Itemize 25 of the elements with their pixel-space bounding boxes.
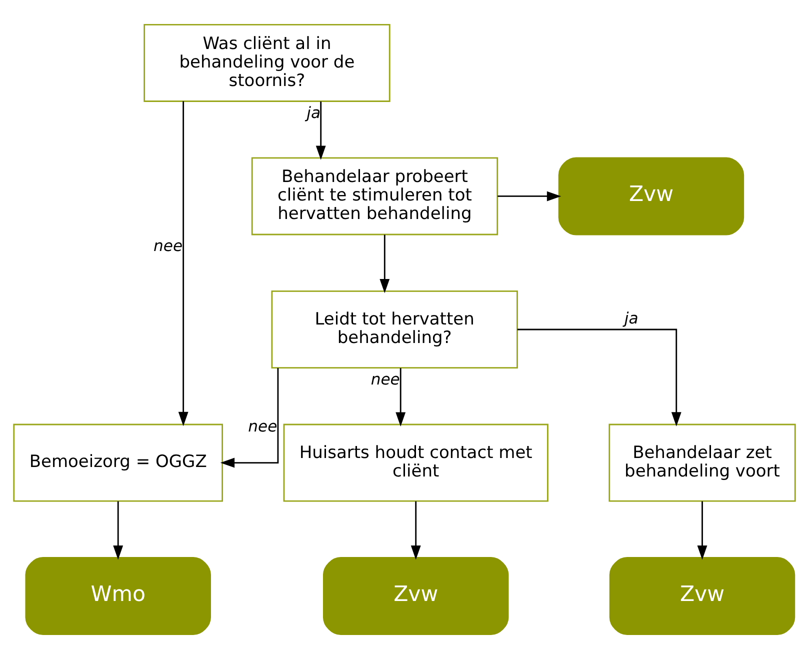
edge-label: ja xyxy=(306,104,321,122)
arrow xyxy=(380,234,390,293)
arrow xyxy=(697,500,708,560)
arrow xyxy=(396,368,406,426)
node-box: Leidt tot hervatten behandeling? xyxy=(271,290,518,368)
node-box: Behandelaar probeert cliënt te stimuleren tot hervatten behandeling xyxy=(251,156,498,235)
edge-label: ja xyxy=(624,309,638,328)
edge-label: nee xyxy=(154,236,183,254)
arrow xyxy=(113,500,124,560)
arrow xyxy=(316,101,326,160)
node-box: Bemoeizorg = OGGZ xyxy=(13,423,224,502)
arrow xyxy=(178,100,188,426)
edge-label: nee xyxy=(370,370,400,388)
node-box: Zvw xyxy=(609,556,796,635)
node-box: Behandelaar zet behandeling voort xyxy=(608,423,796,502)
arrow xyxy=(410,500,421,560)
arrow xyxy=(220,368,279,468)
node-box: Huisarts houdt contact met cliënt xyxy=(283,423,548,502)
edge-label: nee xyxy=(248,417,278,436)
node-box: Zvw xyxy=(558,156,744,235)
node-box: Was cliënt al in behandeling voor de stoornis? xyxy=(144,23,390,102)
arrow xyxy=(498,190,562,201)
node-box: Wmo xyxy=(25,556,211,635)
node-box: Zvw xyxy=(322,556,509,635)
arrow xyxy=(517,328,682,426)
